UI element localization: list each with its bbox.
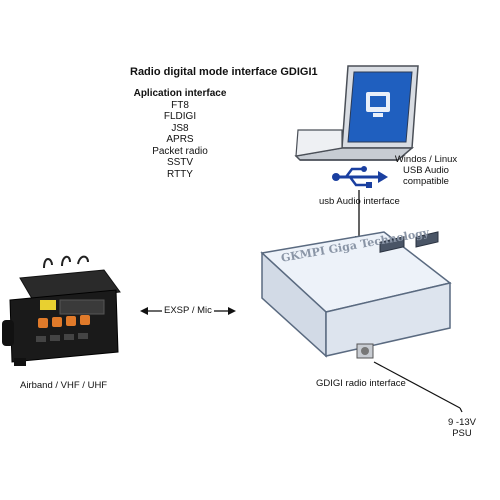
diagram-title: Radio digital mode interface GDIGI1 — [130, 66, 318, 78]
power-line — [373, 361, 463, 413]
application-list: Aplication interface FT8 FLDIGI JS8 APRS… — [120, 88, 240, 180]
application-item: APRS — [166, 134, 194, 145]
application-item: FT8 — [171, 99, 189, 111]
usb-icon — [332, 166, 388, 188]
application-item: RTTY — [167, 168, 193, 180]
radio-link-arrow — [140, 307, 236, 315]
radio-icon — [2, 255, 121, 366]
computer-label: Windos / Linux USB Audio compatible — [394, 154, 458, 187]
interface-label: GDIGI radio interface — [316, 378, 406, 389]
radio-label: Airband / VHF / UHF — [20, 380, 108, 391]
laptop-icon — [294, 65, 419, 161]
application-item: FLDIGI — [163, 111, 197, 122]
interface-box — [260, 231, 452, 359]
radio-link-label: EXSP / Mic — [164, 305, 212, 316]
application-item: JS8 — [171, 122, 189, 134]
application-heading: Aplication interface — [133, 88, 227, 99]
application-item: SSTV — [166, 157, 194, 168]
power-label: 9 -13V PSU — [448, 417, 476, 439]
usb-link-label: usb Audio interface — [319, 196, 400, 207]
application-item: Packet radio — [152, 145, 208, 157]
